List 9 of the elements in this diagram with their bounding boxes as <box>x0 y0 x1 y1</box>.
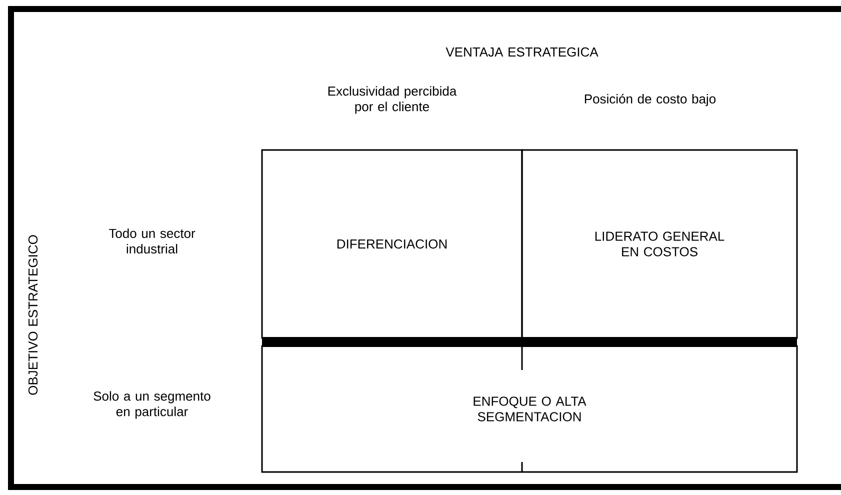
axis-title: VENTAJA ESTRATEGICA <box>446 47 598 57</box>
row-header: Solo a un segmento en particular <box>94 391 210 419</box>
strategy-cell: LIDERATO GENERAL EN COSTOS <box>521 149 798 339</box>
strategy-cell: ENFOQUE O ALTA SEGMENTACION <box>261 345 798 473</box>
axis-title: OBJETIVO ESTRATEGICO <box>28 235 38 395</box>
row-header: Todo un sector industrial <box>108 228 196 254</box>
strategy-cell: DIFERENCIACION <box>261 149 523 339</box>
column-header: Posición de costo bajo <box>584 94 716 106</box>
column-header: Exclusividad percibida por el cliente <box>328 86 457 114</box>
